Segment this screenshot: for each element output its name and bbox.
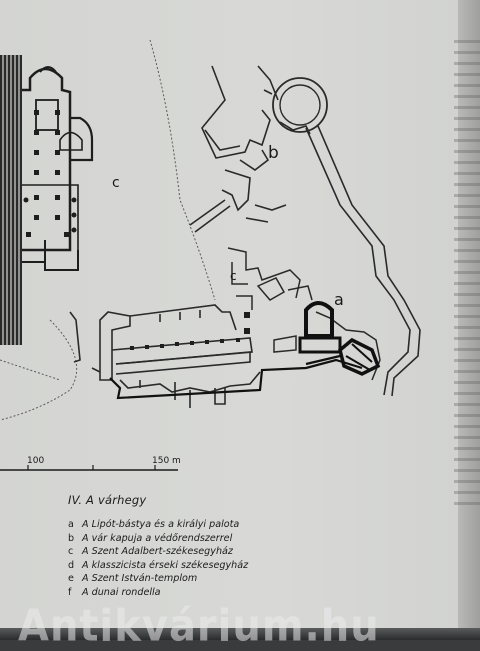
cathedral-pillars <box>23 110 77 237</box>
legend-key: d <box>68 559 75 571</box>
legend-key: f <box>68 586 72 598</box>
archbishop-hall-columns <box>130 312 250 350</box>
scale-bar: 100 150 m <box>0 456 181 471</box>
legend-key: a <box>68 519 74 530</box>
legend-item: b A vár kapuja a védőrendszerrel <box>68 532 368 546</box>
castle-gate-complex-b <box>189 65 421 397</box>
figure-caption: IV. A várhegy a A Lipót-bástya és a királ… <box>68 493 368 600</box>
label-b-gate: b <box>268 143 279 163</box>
scale-label-100: 100 <box>27 456 44 466</box>
legend-text: A klasszicista érseki székesegyház <box>82 559 249 571</box>
book-bottom-edge <box>0 628 480 640</box>
watermark-text: Antikvárium.hu <box>18 600 380 651</box>
legend-text: A dunai rondella <box>82 586 161 598</box>
cathedral-plan-c <box>22 66 94 271</box>
legend-item: e A Szent István-templom <box>68 572 368 586</box>
hill-contour-lines <box>0 39 216 421</box>
label-c-small: c <box>230 269 237 283</box>
legend-item: a A Lipót-bástya és a királyi palota <box>68 518 368 532</box>
legend-item: d A klasszicista érseki székesegyház <box>68 559 368 573</box>
facing-page-text-lines <box>454 40 480 510</box>
label-a-palace: a <box>334 290 344 309</box>
hatched-building-left <box>0 55 22 345</box>
legend-item: f A dunai rondella <box>68 586 368 600</box>
facing-page-edge <box>458 0 480 640</box>
legend-text: A Szent István-templom <box>82 573 198 585</box>
archbishop-buildings <box>69 304 261 408</box>
legend-key: c <box>68 546 74 558</box>
legend-text: A vár kapuja a védőrendszerrel <box>82 532 233 544</box>
scale-label-150m: 150 m <box>152 456 181 466</box>
legend-item: c A Szent Adalbert-székesegyház <box>68 545 368 559</box>
southern-wall <box>109 354 363 400</box>
legend-text: A Szent Adalbert-székesegyház <box>82 546 233 558</box>
legend-text: A Lipót-bástya és a királyi palota <box>82 519 240 530</box>
castle-hill-plan: c b c a 100 150 m <box>0 39 421 471</box>
leopold-bastion <box>298 301 381 376</box>
legend-key: b <box>68 532 75 544</box>
caption-title: IV. A várhegy <box>68 493 147 507</box>
label-c-cathedral: c <box>112 175 120 191</box>
legend-key: e <box>68 573 74 585</box>
